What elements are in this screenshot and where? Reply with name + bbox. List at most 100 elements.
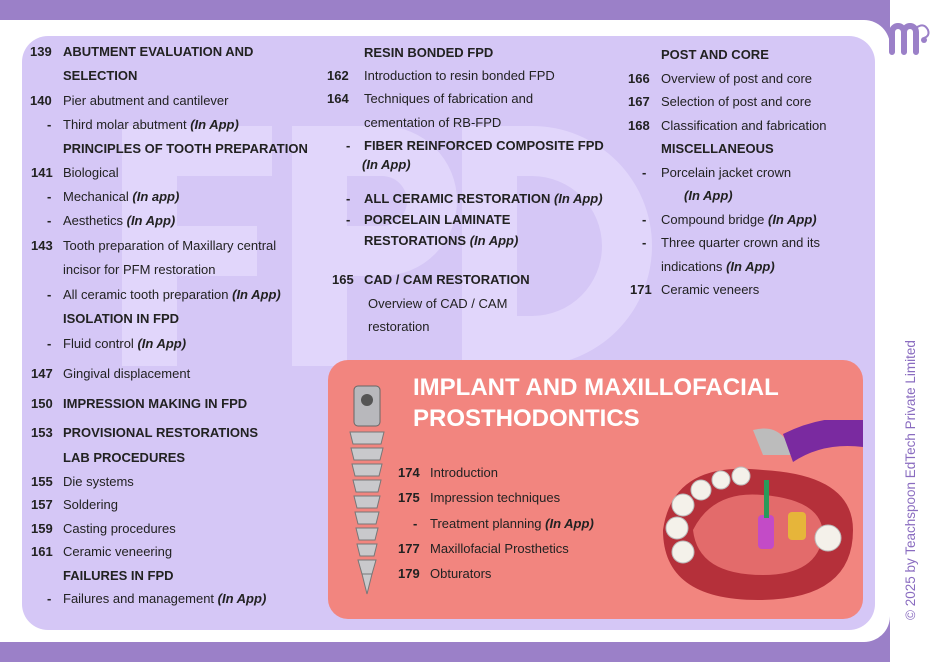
toc-heading: RESIN BONDED FPD xyxy=(364,45,494,60)
toc-heading: ISOLATION IN FPD xyxy=(63,311,180,326)
in-app-tag: (In App) xyxy=(137,336,187,351)
toc-entry: Maxillofacial Prosthetics xyxy=(430,541,569,556)
toc-entry: Pier abutment and cantilever xyxy=(63,93,229,108)
toc-heading: PORCELAIN LAMINATE xyxy=(364,212,511,227)
in-app-tag: (In App) xyxy=(362,157,411,172)
toc-entry: Compound bridge (In App) xyxy=(661,212,817,227)
toc-entry: Introduction to resin bonded FPD xyxy=(364,68,555,83)
in-app-tag: (In App) xyxy=(684,188,733,203)
toc-entry: incisor for PFM restoration xyxy=(63,262,216,277)
toc-entry: Ceramic veneers xyxy=(661,282,760,297)
toc-entry: Die systems xyxy=(63,474,134,489)
page-number: 159 xyxy=(31,521,53,536)
page-number: 150 xyxy=(31,396,53,411)
in-app-tag: (In App) xyxy=(217,591,267,606)
toc-entry: Overview of CAD / CAM xyxy=(368,296,508,311)
in-app-tag: (In app) xyxy=(132,189,180,204)
in-app-tag: (In App) xyxy=(126,213,176,228)
toc-entry: Impression techniques xyxy=(430,490,561,505)
page-number: 155 xyxy=(31,474,53,489)
toc-entry: Fluid control (In App) xyxy=(63,336,187,351)
toc-entry: Introduction xyxy=(430,465,498,480)
bullet: - xyxy=(413,516,418,531)
page-number: 162 xyxy=(327,68,349,83)
toc-entry: Biological xyxy=(63,165,119,180)
toc-entry: Gingival displacement xyxy=(63,366,191,381)
bullet: - xyxy=(346,138,351,153)
toc-entry: Aesthetics (In App) xyxy=(63,213,176,228)
bullet: - xyxy=(47,591,52,606)
bullet: - xyxy=(47,336,52,351)
toc-entry: Techniques of fabrication and xyxy=(364,91,534,106)
toc-entry: Ceramic veneering xyxy=(63,544,173,559)
toc-entry: Treatment planning (In App) xyxy=(430,516,594,531)
toc-heading: POST AND CORE xyxy=(661,47,769,62)
bullet: - xyxy=(47,189,52,204)
in-app-tag: (In App) xyxy=(232,287,281,302)
in-app-tag: (In App) xyxy=(553,191,603,206)
bullet: - xyxy=(346,191,351,206)
toc-heading: RESTORATIONS (In App) xyxy=(364,233,519,248)
page-number: 161 xyxy=(31,544,53,559)
toc-entry: Casting procedures xyxy=(63,521,176,536)
toc-heading: PROVISIONAL RESTORATIONS xyxy=(63,425,259,440)
page-number: 171 xyxy=(630,282,652,297)
page-number: 165 xyxy=(332,272,354,287)
watermark-fpd-icon xyxy=(122,126,652,366)
toc-heading: ALL CERAMIC RESTORATION (In App) xyxy=(364,191,603,206)
in-app-tag: (In App) xyxy=(190,117,239,132)
toc-entry: Classification and fabrication xyxy=(661,118,827,133)
toc-heading: MISCELLANEOUS xyxy=(661,141,774,156)
page-number: 139 xyxy=(30,44,52,59)
page-number: 143 xyxy=(31,238,53,253)
toc-entry: Soldering xyxy=(63,497,118,512)
page-number: 179 xyxy=(398,566,420,581)
toc-heading: PRINCIPLES OF TOOTH PREPARATION xyxy=(63,141,308,156)
page-number: 147 xyxy=(31,366,53,381)
page-number: 177 xyxy=(398,541,420,556)
in-app-tag: (In App) xyxy=(767,212,817,227)
jaw-model-icon xyxy=(663,420,863,600)
toc-entry: Three quarter crown and its xyxy=(661,235,820,250)
toc-heading: IMPRESSION MAKING IN FPD xyxy=(63,396,248,411)
page-number: 174 xyxy=(398,465,420,480)
bullet: - xyxy=(47,213,52,228)
toc-entry: Failures and management (In App) xyxy=(63,591,267,606)
bullet: - xyxy=(642,235,647,250)
medistudygo-logo-icon xyxy=(889,23,930,55)
page-number: 175 xyxy=(398,490,420,505)
in-app-tag: (In App) xyxy=(469,233,519,248)
toc-entry: Tooth preparation of Maxillary central xyxy=(63,238,277,253)
toc-heading: ABUTMENT EVALUATION AND xyxy=(63,44,254,59)
toc-entry: Obturators xyxy=(430,566,492,581)
toc-heading: FIBER REINFORCED COMPOSITE FPD xyxy=(364,138,604,153)
toc-entry: Porcelain jacket crown xyxy=(661,165,792,180)
copyright-text: © 2025 by Teachspoon EdTech Private Limi… xyxy=(903,340,918,620)
page-number: 141 xyxy=(31,165,53,180)
toc-entry: indications (In App) xyxy=(661,259,775,274)
toc-entry: restoration xyxy=(368,319,430,334)
page-number: 164 xyxy=(327,91,349,106)
toc-entry: cementation of RB-FPD xyxy=(364,115,502,130)
toc-entry: Third molar abutment (In App) xyxy=(63,117,239,132)
bullet: - xyxy=(642,212,647,227)
toc-heading: CAD / CAM RESTORATION xyxy=(364,272,530,287)
in-app-tag: (In App) xyxy=(545,516,594,531)
toc-heading: FAILURES IN FPD xyxy=(63,568,174,583)
page-number: 167 xyxy=(628,94,650,109)
toc-entry: All ceramic tooth preparation (In App) xyxy=(63,287,281,302)
page-number: 140 xyxy=(30,93,52,108)
bullet: - xyxy=(47,287,52,302)
dental-implant-icon xyxy=(349,385,385,595)
page-number: 157 xyxy=(31,497,53,512)
page-number: 153 xyxy=(31,425,53,440)
bullet: - xyxy=(642,165,647,180)
page-number: 166 xyxy=(628,71,650,86)
toc-entry: Overview of post and core xyxy=(661,71,813,86)
in-app-tag: (In App) xyxy=(726,259,775,274)
toc-entry: Selection of post and core xyxy=(661,94,812,109)
side-strip xyxy=(890,0,937,662)
toc-heading: LAB PROCEDURES xyxy=(63,450,186,465)
